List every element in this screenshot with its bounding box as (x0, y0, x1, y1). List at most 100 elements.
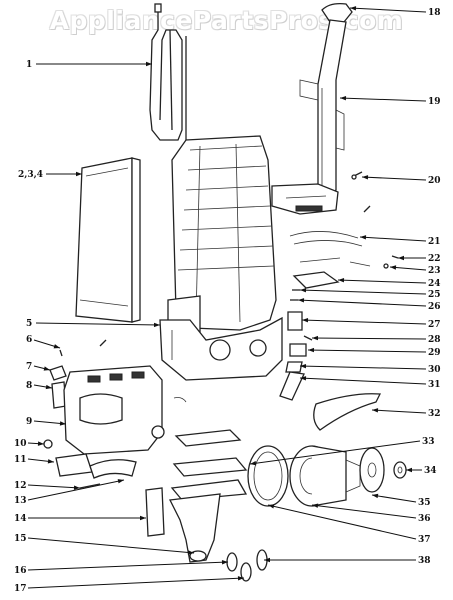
part-28-spring (303, 335, 313, 341)
callout-c18: 18 (349, 6, 441, 18)
leader-arrowhead (264, 557, 270, 563)
leader-arrowhead (298, 298, 305, 303)
part-9-nozzle-base (63, 365, 187, 455)
callout-number: 28 (428, 335, 441, 345)
leader-arrowhead (250, 461, 257, 466)
part-29-knob (289, 343, 307, 357)
leader-line (267, 504, 417, 540)
leader-arrowhead (59, 421, 66, 426)
leader-line (371, 409, 427, 414)
leader-arrowhead (338, 278, 345, 283)
part-22-23-clips (299, 255, 399, 269)
leader-line (299, 365, 427, 370)
leader-arrowhead (221, 560, 228, 565)
leader-line (299, 377, 427, 385)
callout-c17: 17 (14, 576, 245, 594)
leader-line (337, 279, 427, 284)
part-35-fan (359, 447, 385, 493)
leader-line (361, 176, 427, 181)
part-36-motor (289, 445, 361, 507)
callout-c27: 27 (301, 317, 441, 330)
callout-number: 5 (26, 319, 32, 329)
leader-arrowhead (237, 576, 244, 581)
leader-arrowhead (146, 61, 152, 67)
part-30-flap (285, 361, 303, 373)
part-31-duct (279, 371, 305, 401)
leader-arrowhead (390, 265, 397, 270)
leader-line (311, 504, 417, 519)
callout-c21: 21 (359, 235, 441, 247)
callout-number: 30 (428, 365, 441, 375)
callout-c5: 5 (26, 319, 161, 329)
leader-arrowhead (268, 504, 275, 509)
leader-arrowhead (153, 322, 160, 328)
callout-number: 34 (424, 466, 437, 476)
part-24-plate (292, 271, 340, 289)
leader-line (301, 319, 427, 325)
part-34-nut (393, 461, 407, 479)
leader-arrowhead (76, 171, 82, 177)
callout-number: 1 (26, 60, 32, 70)
leader-arrowhead (302, 317, 309, 323)
callout-c14: 14 (14, 514, 146, 524)
callout-number: 22 (428, 254, 441, 264)
leader-line (311, 337, 427, 340)
leader-arrowhead (372, 408, 379, 413)
callout-c7: 7 (26, 362, 51, 372)
callout-c33: 33 (249, 437, 435, 466)
callout-c10: 10 (14, 439, 45, 449)
callout-number: 19 (428, 97, 441, 107)
callout-number: 13 (14, 496, 27, 506)
leader-line (27, 561, 229, 571)
leader-line (359, 236, 427, 242)
callout-c28: 28 (311, 335, 441, 345)
callout-number: 16 (14, 566, 27, 576)
part-20-screws (351, 171, 371, 213)
part-27-switch (287, 311, 303, 331)
callout-number: 23 (428, 266, 441, 276)
leader-line (249, 440, 421, 465)
callout-number: 38 (418, 556, 431, 566)
callout-number: 15 (14, 534, 27, 544)
callout-c8: 8 (26, 381, 53, 391)
part-16-wheel (226, 552, 238, 572)
part-15-duct (169, 493, 221, 563)
leader-arrowhead (187, 550, 194, 555)
callout-number: 14 (14, 514, 27, 524)
callout-number: 8 (26, 381, 32, 391)
leader-arrowhead (300, 287, 307, 293)
callout-c24: 24 (337, 278, 441, 289)
callout-c37: 37 (267, 504, 431, 545)
leader-arrowhead (300, 363, 307, 369)
leader-line (27, 479, 125, 501)
leader-arrowhead (308, 347, 315, 353)
callout-number: 29 (428, 348, 441, 358)
callout-c23: 23 (389, 265, 441, 276)
part-7-latch (49, 365, 67, 381)
leader-arrowhead (37, 441, 44, 446)
leader-line (35, 322, 161, 326)
callout-c20: 20 (361, 175, 441, 186)
leader-line (297, 299, 427, 307)
part-2-3-4-front-cover (75, 157, 141, 323)
callout-number: 12 (14, 481, 27, 491)
part-21-bracket (289, 231, 363, 247)
callout-c16: 16 (14, 560, 229, 576)
leader-arrowhead (340, 96, 347, 101)
callout-c9: 9 (26, 417, 67, 427)
part-10-nut (43, 439, 53, 449)
leader-arrowhead (350, 6, 357, 11)
callout-number: 17 (14, 584, 27, 594)
leader-line (307, 349, 427, 353)
part-6-screws (59, 339, 107, 357)
callout-number: 18 (428, 8, 441, 18)
callout-c1: 1 (26, 60, 152, 70)
callout-number: 9 (26, 417, 32, 427)
leader-arrowhead (45, 384, 52, 390)
callout-number: 7 (26, 362, 32, 372)
callout-number: 32 (428, 409, 441, 419)
leader-line (27, 577, 245, 589)
callout-c13: 13 (14, 479, 125, 506)
part-5-main-housing (159, 135, 283, 381)
